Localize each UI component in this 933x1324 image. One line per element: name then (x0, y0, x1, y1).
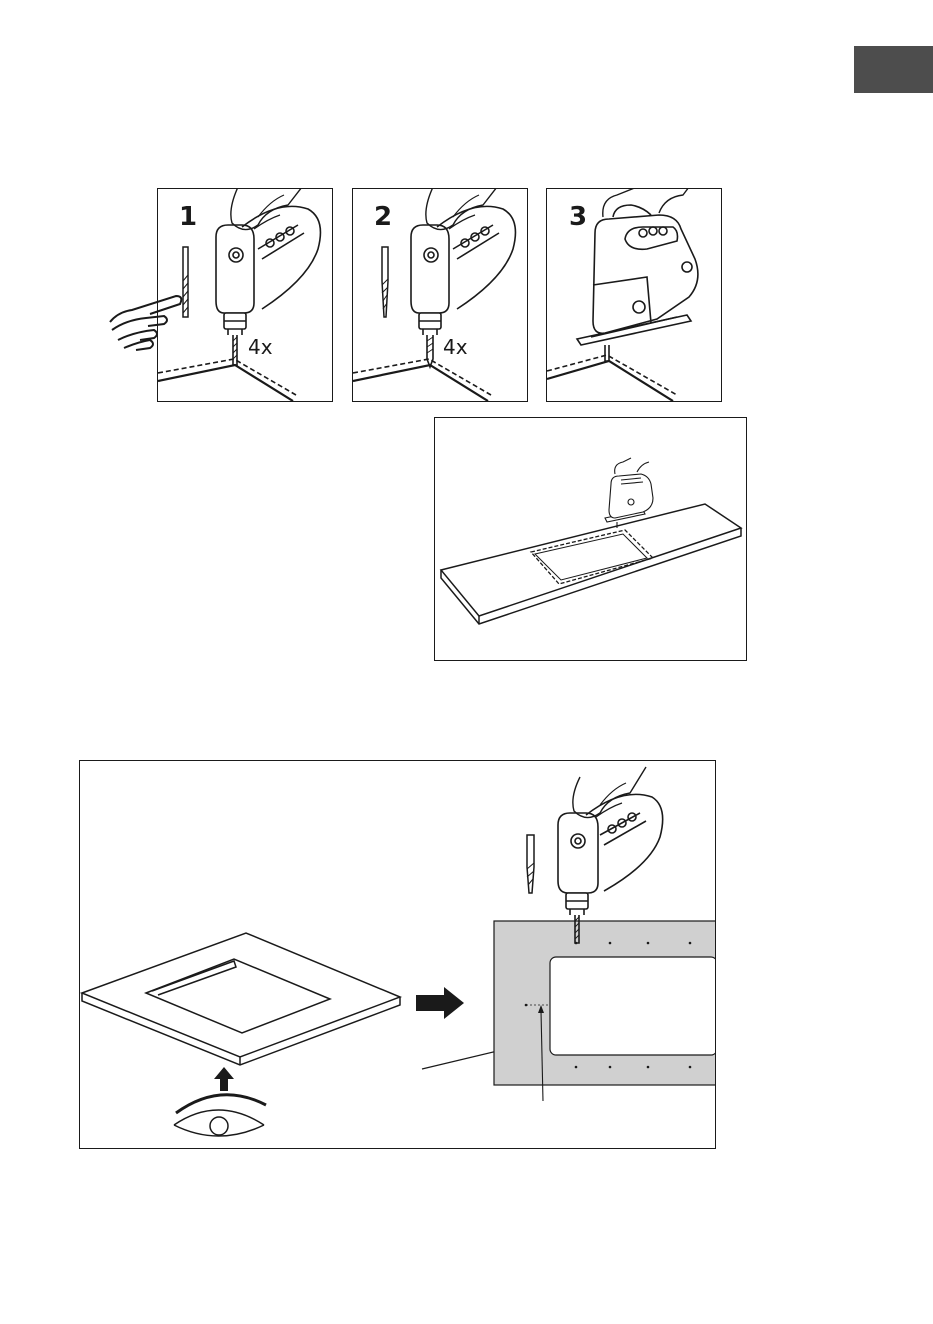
worktop-cut-panel (434, 417, 747, 661)
step-1-count: 4x (248, 337, 273, 357)
eye-icon (174, 1095, 266, 1136)
worktop-illustration (435, 418, 747, 661)
step-3-number: 3 (569, 204, 587, 230)
jigsaw-icon (577, 189, 698, 361)
power-drill-icon (558, 767, 663, 943)
arrow-up-icon (214, 1067, 234, 1091)
step-1-number: 1 (179, 204, 197, 230)
arrow-right-icon (416, 987, 464, 1019)
cutout-frame (82, 933, 400, 1065)
step-1-panel: 1 4x (157, 188, 333, 402)
template-board (494, 921, 716, 1101)
template-illustration (80, 761, 716, 1149)
drill-bit-icon (382, 247, 388, 317)
language-tab (854, 46, 933, 93)
jigsaw-icon (605, 458, 653, 528)
drill-bit-icon (527, 835, 534, 893)
step-2-panel: 2 4x (352, 188, 528, 402)
step-2-count: 4x (443, 337, 468, 357)
drill-bit-icon (183, 247, 188, 317)
template-panel (79, 760, 716, 1149)
step-2-number: 2 (374, 204, 392, 230)
step-3-panel: 3 (546, 188, 722, 402)
